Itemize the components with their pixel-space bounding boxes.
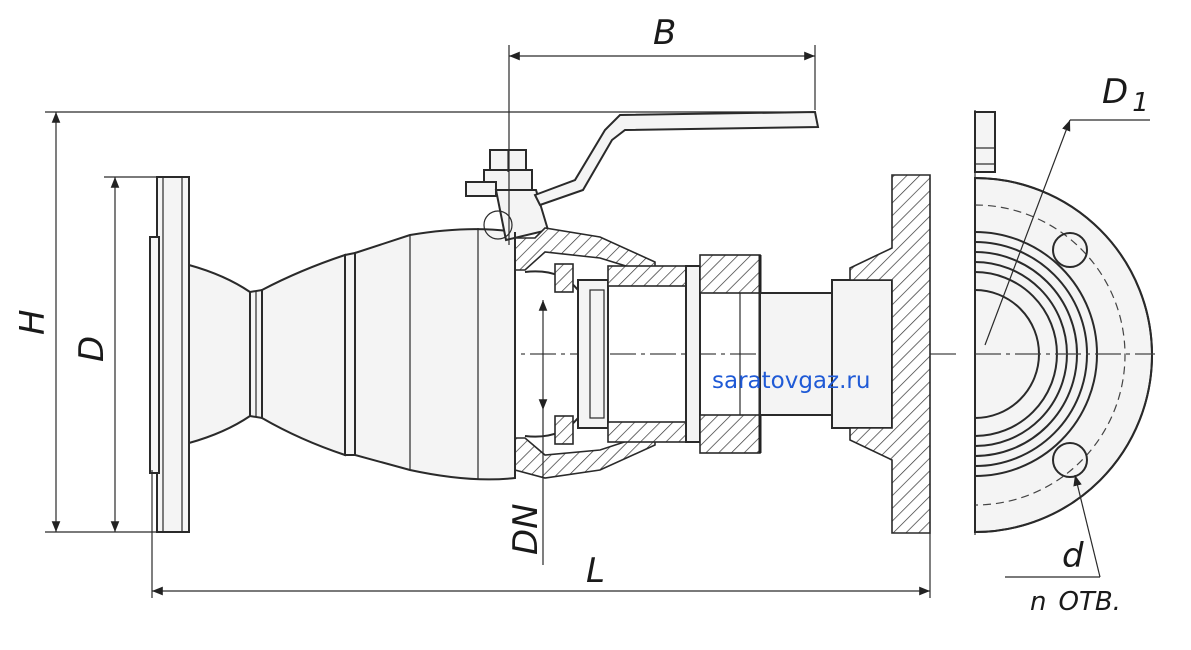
handle-lever bbox=[533, 110, 820, 207]
dim-b-label: B bbox=[653, 13, 676, 53]
site-watermark: saratovgaz.ru bbox=[712, 368, 870, 394]
dim-holes-label: n ОТВ. bbox=[1030, 587, 1121, 617]
dim-l-label: L bbox=[586, 551, 605, 591]
dim-h-label: H bbox=[13, 309, 53, 335]
dim-hole-d-label: d bbox=[1062, 536, 1084, 576]
dim-d-label: D bbox=[72, 336, 112, 362]
dim-dn-label: DN bbox=[506, 503, 546, 555]
left-nozzle bbox=[188, 251, 356, 457]
valve-body bbox=[354, 228, 516, 481]
dim-d1-label: D 1 bbox=[1102, 72, 1149, 118]
end-view bbox=[974, 110, 1155, 535]
left-flange bbox=[149, 176, 190, 533]
dimension-lines bbox=[45, 45, 1150, 598]
sectioned-body bbox=[514, 174, 931, 534]
